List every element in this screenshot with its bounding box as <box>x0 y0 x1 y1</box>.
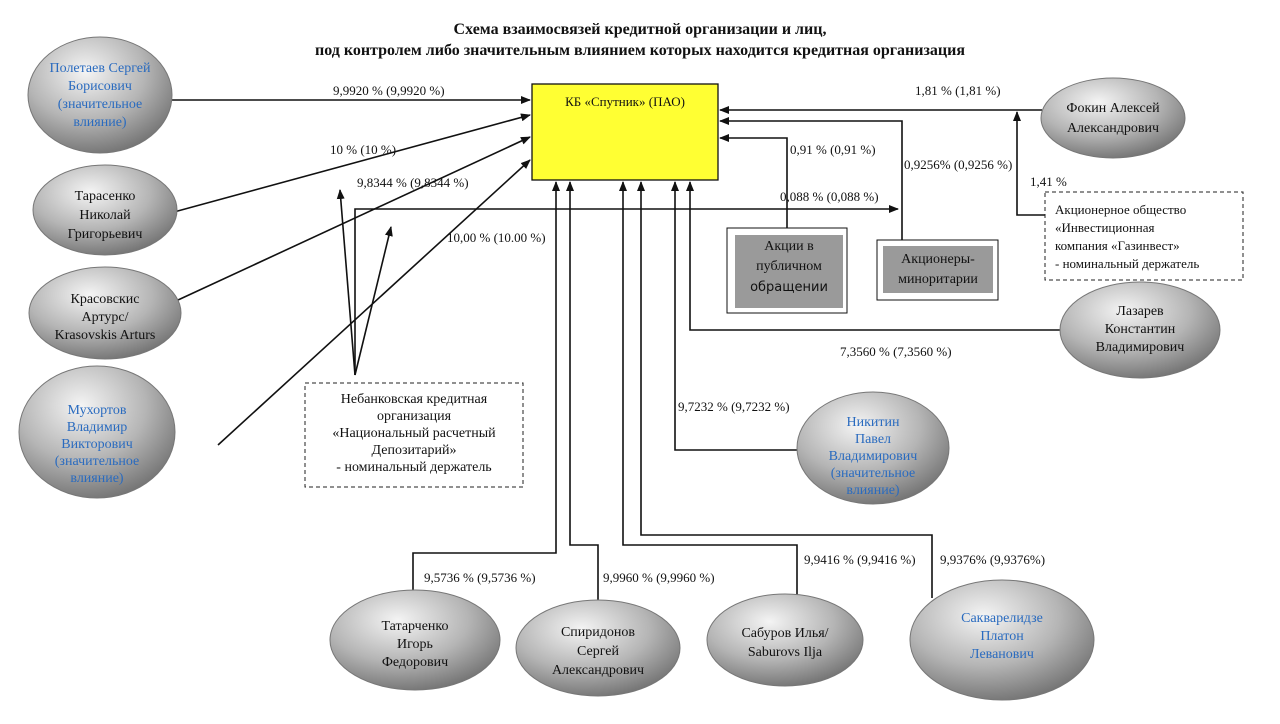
label-lazarev: 7,3560 % (7,3560 %) <box>840 344 952 359</box>
edge-mukhortov <box>217 159 531 446</box>
edge-ao <box>1013 111 1045 216</box>
label-ao: 1,41 % <box>1030 174 1067 189</box>
diagram-title-line2: под контролем либо значительным влиянием… <box>315 42 965 59</box>
svg-text:Сабуров Илья/Saburovs Ilja: Сабуров Илья/Saburovs Ilja <box>741 626 828 660</box>
edge-sakvarelidze <box>637 181 933 598</box>
label-akcionery: 0,9256% (0,9256 %) <box>904 157 1012 172</box>
label-tatarchenko: 9,5736 % (9,5736 %) <box>424 570 536 585</box>
edge-nko-tarasenko <box>336 189 356 376</box>
edge-tatarchenko <box>412 181 560 590</box>
label-krasovskis: 9,8344 % (9,8344 %) <box>357 175 469 190</box>
credit-organization-box: КБ «Спутник» (ПАО) <box>531 83 719 181</box>
edge-krasovskis <box>177 136 531 301</box>
label-akcii: 0,91 % (0,91 %) <box>790 142 876 157</box>
node-saburov: Сабуров Илья/Saburovs Ilja <box>706 593 864 687</box>
credit-organization-name: КБ «Спутник» (ПАО) <box>565 94 685 109</box>
edge-saburov <box>619 181 798 595</box>
label-nikitin: 9,7232 % (9,7232 %) <box>678 399 790 414</box>
label-tarasenko: 10 % (10 %) <box>330 142 396 157</box>
edge-nikitin <box>671 181 800 451</box>
edge-akcionery <box>719 117 903 240</box>
label-spiridonov: 9,9960 % (9,9960 %) <box>603 570 715 585</box>
connectors <box>172 96 1062 600</box>
label-fokin: 1,81 % (1,81 %) <box>915 83 1001 98</box>
edge-spiridonov <box>566 181 599 600</box>
label-sakvarelidze: 9,9376% (9,9376%) <box>940 552 1045 567</box>
label-mukhortov: 10,00 % (10.00 %) <box>447 230 546 245</box>
label-poletaev: 9,9920 % (9,9920 %) <box>333 83 445 98</box>
diagram-title-line1: Схема взаимосвязей кредитной организации… <box>454 21 827 38</box>
edge-lazarev <box>686 181 1062 331</box>
node-minority-shareholders: Акционеры-миноритарии <box>876 239 999 301</box>
svg-text:Акционеры-миноритарии: Акционеры-миноритарии <box>898 252 978 287</box>
label-saburov: 9,9416 % (9,9416 %) <box>804 552 916 567</box>
svg-text:Акционерное общество«Инвестици: Акционерное общество«Инвестиционнаякомпа… <box>1055 202 1199 271</box>
edge-nko-minority <box>354 205 899 375</box>
edge-tarasenko <box>173 113 531 213</box>
edge-nko-krasovskis <box>354 226 393 376</box>
edge-labels: 9,9920 % (9,9920 %) 10 % (10 %) 9,8344 %… <box>330 83 1067 585</box>
label-nko-minority: 0,088 % (0,088 %) <box>780 189 879 204</box>
edge-akcii <box>719 134 788 228</box>
